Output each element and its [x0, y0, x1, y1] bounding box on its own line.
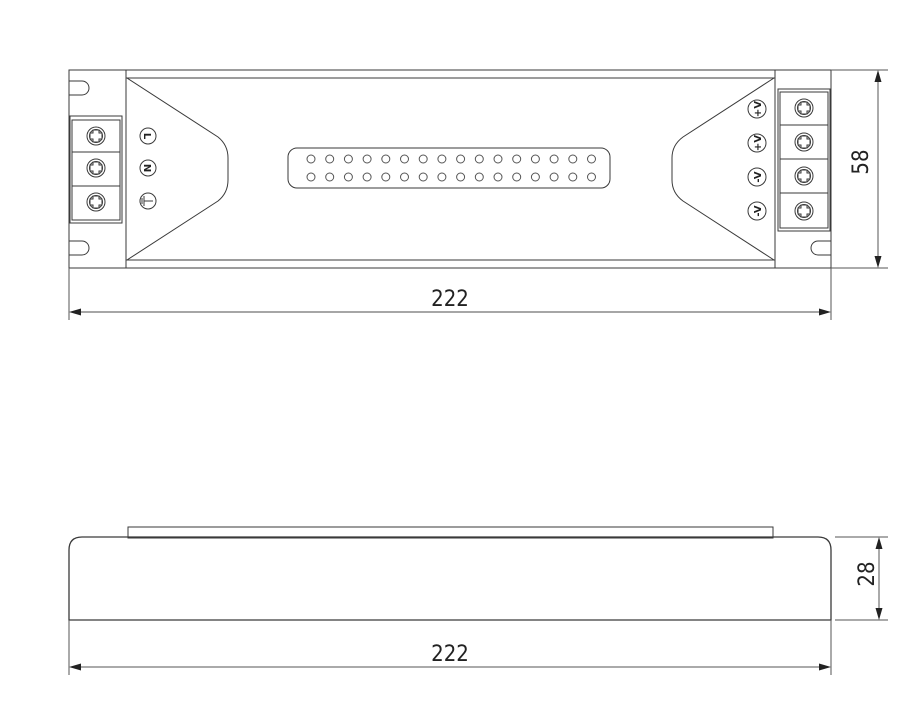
side-view: 222 28 — [68, 526, 888, 675]
mount-slot-bottom-right — [810, 240, 831, 256]
vent-hole — [418, 154, 428, 164]
dimension-height-side: 28 — [835, 536, 888, 621]
svg-text:-V: -V — [753, 205, 764, 216]
left-cover-outline — [126, 77, 229, 261]
vent-hole — [587, 172, 596, 182]
mount-slot-top-left — [69, 80, 90, 96]
vent-hole — [362, 154, 372, 164]
vent-hole — [325, 154, 335, 164]
side-view-outline — [68, 536, 832, 621]
screw-icon — [86, 192, 106, 212]
svg-text:58: 58 — [849, 149, 874, 174]
svg-text:-V: -V — [753, 171, 764, 182]
vent-hole — [343, 154, 353, 164]
vent-hole — [381, 172, 391, 182]
svg-text:+V: +V — [753, 135, 764, 151]
vent-hole — [549, 172, 559, 182]
output-label-plus-v-2: +V — [747, 133, 767, 153]
input-label-n: N — [139, 159, 157, 177]
top-view: L N — [68, 69, 888, 320]
output-label-minus-v-2: -V — [747, 201, 767, 221]
svg-text:N: N — [141, 164, 152, 172]
vent-hole — [325, 172, 335, 182]
top-view-outline — [68, 69, 832, 269]
screw-icon — [794, 201, 814, 221]
screw-icon — [794, 166, 814, 186]
vent-hole — [530, 172, 540, 182]
screw-icon — [794, 98, 814, 118]
vent-hole — [512, 154, 522, 164]
svg-text:28: 28 — [855, 561, 880, 586]
vent-hole — [437, 154, 447, 164]
svg-text:222: 222 — [431, 287, 469, 312]
screw-icon — [86, 158, 106, 178]
mount-slot-bottom-left — [69, 240, 90, 256]
vent-hole — [362, 172, 372, 182]
svg-text:222: 222 — [431, 642, 469, 667]
vent-hole — [418, 172, 428, 182]
vent-hole — [306, 172, 316, 182]
input-terminal-block — [69, 115, 123, 224]
right-cover-outline — [671, 77, 775, 261]
vent-hole — [474, 172, 484, 182]
output-terminal-block — [777, 88, 831, 232]
vent-hole — [530, 154, 540, 164]
output-label-plus-v-1: +V — [747, 99, 767, 119]
dimension-width-side: 222 — [68, 620, 832, 675]
input-label-l: L — [139, 127, 157, 145]
vent-hole — [549, 154, 559, 164]
vent-hole — [400, 154, 409, 164]
vent-hole — [568, 154, 578, 164]
vent-grille — [287, 147, 611, 189]
vent-hole — [568, 172, 578, 182]
vent-hole — [474, 154, 484, 164]
vent-hole — [456, 172, 466, 182]
vent-hole — [587, 154, 596, 164]
vent-hole — [343, 172, 353, 182]
dimension-height-top: 58 — [831, 69, 888, 269]
vent-hole — [493, 154, 503, 164]
vent-hole — [381, 154, 391, 164]
output-label-minus-v-1: -V — [747, 167, 767, 187]
vent-hole — [512, 172, 522, 182]
screw-icon — [794, 132, 814, 152]
vent-hole — [306, 154, 316, 164]
vent-hole — [456, 154, 466, 164]
dimension-width-top: 222 — [68, 268, 832, 320]
vent-hole — [400, 172, 409, 182]
svg-text:+V: +V — [753, 101, 764, 117]
vent-hole — [493, 172, 503, 182]
vent-hole — [437, 172, 447, 182]
svg-text:L: L — [141, 133, 152, 140]
ground-icon — [139, 192, 157, 210]
screw-icon — [86, 126, 106, 146]
side-view-top-rail — [127, 526, 774, 539]
